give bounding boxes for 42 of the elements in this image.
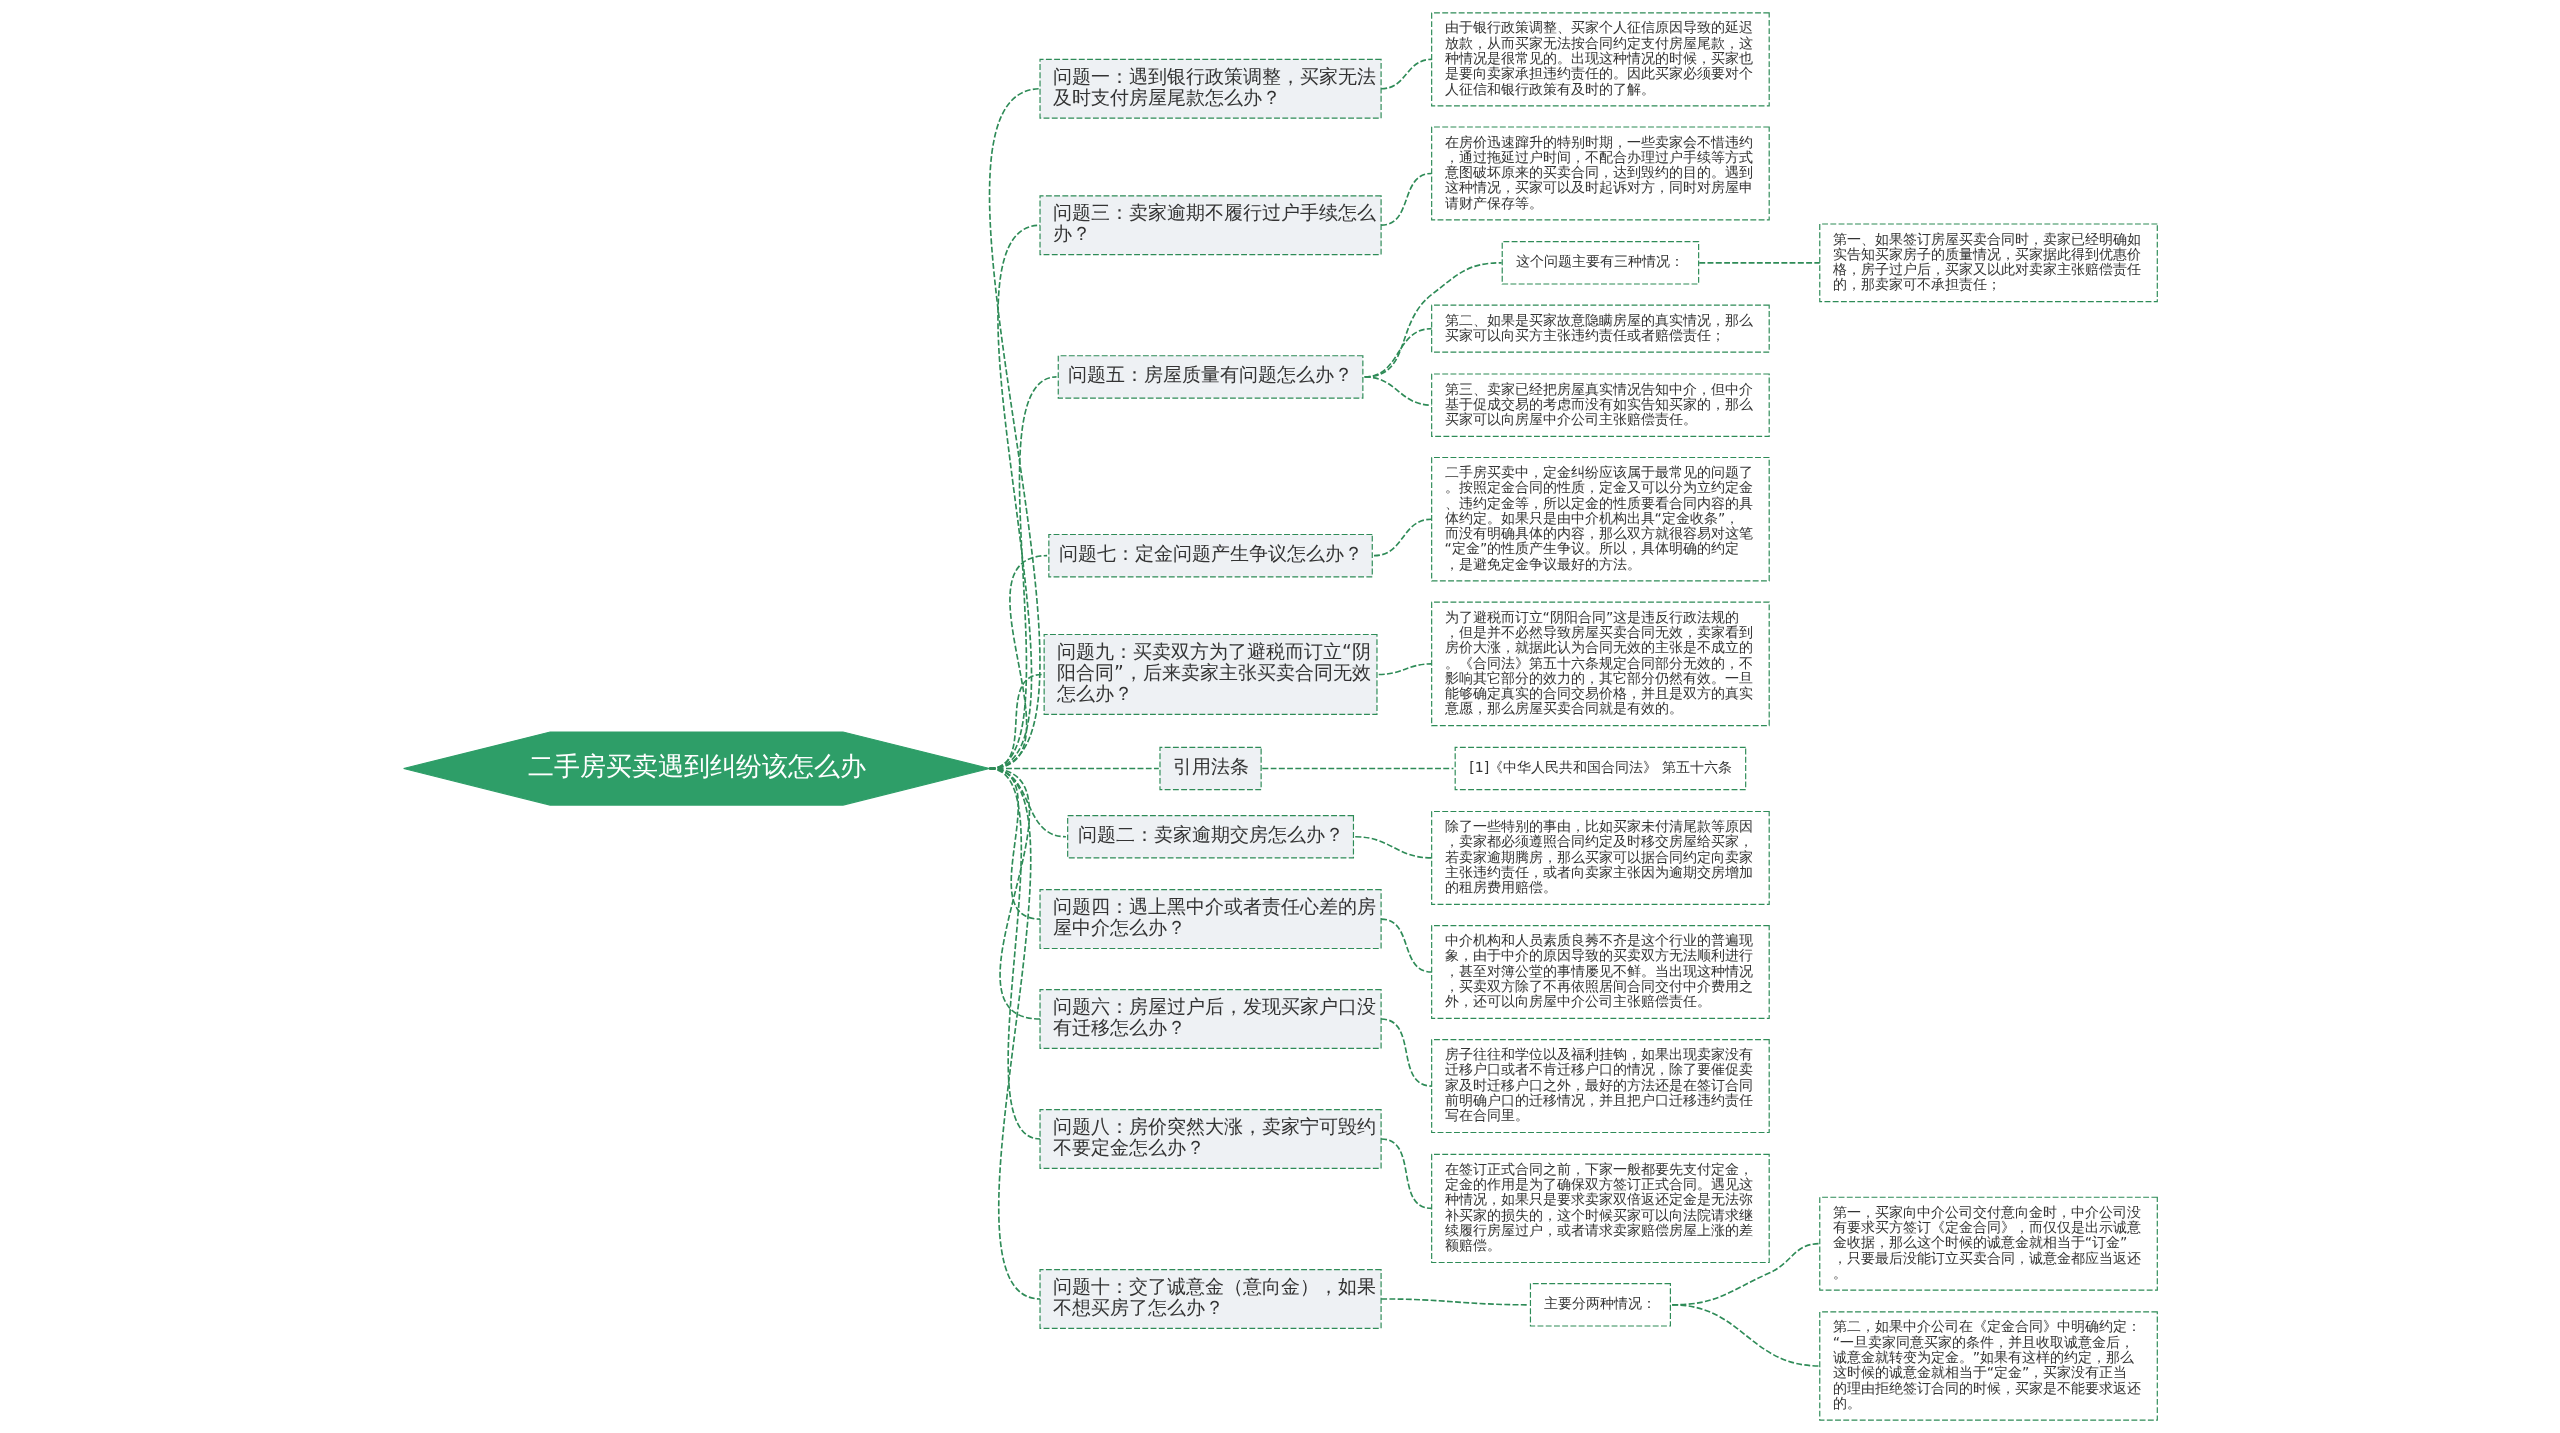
- node-box: 在房价迅速蹿升的特别时期，一些卖家会不惜违约，通过拖延过户时间，不配合办理过户手续等方式意图破坏原来的买卖合同，达到毁约的目的。遇到这种情况，买家可以及时起诉对方，同时对房屋申请财产保存等。: [1430, 126, 1770, 221]
- node-box: 问题六：房屋过户后，发现买家户口没有迁移怎么办？: [1038, 989, 1382, 1050]
- node-box: 问题二：卖家逾期交房怎么办？: [1066, 815, 1354, 859]
- node-box: 由于银行政策调整、买家个人征信原因导致的延迟放款，从而买家无法按合同约定支付房屋尾款，这种情况是很常见的。出现这种情况的时候，买家也是要向卖家承担违约责任的。因此买家必须要对个人征信和银行政策有及时的了解。: [1430, 12, 1770, 107]
- connector: [1379, 172, 1432, 227]
- node-box: 问题三：卖家逾期不履行过户手续怎么办？: [1038, 195, 1382, 256]
- node-box: 除了一些特别的事由，比如买家未付清尾款等原因，卖家都必须遵照合同约定及时移交房屋给买家，若卖家逾期腾房，那么买家可以据合同约定向卖家主张违约责任，或者向卖家主张因为逾期交房增加的租房费用赔偿。: [1430, 810, 1770, 905]
- node-box: [1]《中华人民共和国合同法》 第五十六条: [1454, 746, 1746, 791]
- node-box: 在签订正式合同之前，下家一般都要先支付定金，定金的作用是为了确保双方签订正式合同。遇见这种情况，如果只是要求卖家双倍返还定金是无法弥补买家的损失的，这个时候买家可以向法院请求继续履行房屋过户，或者请求卖家赔偿房屋上涨的差额赔偿。: [1430, 1153, 1770, 1264]
- connector: [1379, 1018, 1432, 1087]
- node-box: 这个问题主要有三种情况：: [1501, 241, 1699, 285]
- connector: [1379, 58, 1432, 90]
- node-box: 问题八：房价突然大涨，卖家宁可毁约不要定金怎么办？: [1038, 1109, 1382, 1169]
- connector: [1670, 1304, 1821, 1367]
- connector: [988, 767, 1041, 1300]
- node-box: 二手房买卖中，定金纠纷应该属于最常见的问题了。按照定金合同的性质，定金又可以分为立约定金、违约定金等，所以定金的性质要看合同内容的具体约定。如果只是由中介机构出具“定金收条”，而没有明确具体的内容，那么双方就很容易对这笔“定金”的性质产生争议。所以，具体明确的约定，是避免定金争议最好的方法。: [1430, 456, 1770, 582]
- node-box: 问题四：遇上黑中介或者责任心差的房屋中介怎么办？: [1038, 889, 1382, 950]
- connector: [1697, 262, 1821, 264]
- node-box: 主要分两种情况：: [1529, 1283, 1671, 1327]
- node-box: 问题七：定金问题产生争议怎么办？: [1047, 533, 1373, 578]
- node-box: 第二，如果中介公司在《定金合同》中明确约定：“一旦卖家同意买家的条件，并且收取诚意金后，诚意金就转变为定金。”如果有这样的约定，那么这时候的诚意金就相当于“定金”，买家没有正当的理由拒绝签订合同的时候，买家是不能要求返还的。: [1818, 1311, 2158, 1421]
- node-box: 问题一：遇到银行政策调整，买家无法及时支付房屋尾款怎么办？: [1038, 58, 1382, 119]
- node-box: 问题九：买卖双方为了避税而订立“阴阳合同”，后来卖家主张买卖合同无效怎么办？: [1043, 633, 1378, 716]
- connector: [1379, 1298, 1529, 1306]
- node-box: 问题十：交了诚意金（意向金），如果不想买房了怎么办？: [1038, 1268, 1382, 1329]
- node-box: 引用法条: [1158, 746, 1262, 791]
- connector: [988, 87, 1041, 770]
- node-box: 问题五：房屋质量有问题怎么办？: [1057, 355, 1363, 399]
- connector: [1261, 767, 1454, 770]
- connector: [1353, 835, 1432, 859]
- node-box: 房子往往和学位以及福利挂钩，如果出现卖家没有迁移户口或者不肯迁移户口的情况，除了要催促卖家及时迁移户口之外，最好的方法还是在签订合同前明确户口的迁移情况，并且把户口迁移违约责任写在合同里。: [1430, 1039, 1770, 1134]
- connector: [1379, 918, 1432, 973]
- node-box: 第一、如果签订房屋买卖合同时，卖家已经明确如实告知买家房子的质量情况，买家据此得到优惠价格，房子过户后，买家又以此对卖家主张赔偿责任的，那卖家可不承担责任；: [1818, 223, 2158, 303]
- connector: [1379, 1138, 1432, 1210]
- node-box: 为了避税而订立“阴阳合同”这是违反行政法规的，但是并不必然导致房屋买卖合同无效，卖家看到房价大涨，就据此认为合同无效的主张是不成立的。《合同法》第五十六条规定合同部分无效的，不影响其它部分的效力的，其它部分仍然有效。一旦能够确定真实的合同交易价格，并且是双方的真实意愿，那么房屋买卖合同就是有效的。: [1430, 601, 1770, 727]
- connector: [1363, 376, 1432, 406]
- connector: [1377, 663, 1432, 676]
- node-box: 中介机构和人员素质良莠不齐是这个行业的普遍现象，由于中介的原因导致的买卖双方无法顺利进行，甚至对簿公堂的事情屡见不鲜。当出现这种情况，买卖双方除了不再依照居间合同交付中介费用之外，还可以向房屋中介公司主张赔偿责任。: [1430, 924, 1770, 1020]
- node-box: 第三、卖家已经把房屋真实情况告知中介，但中介基于促成交易的考虑而没有如实告知买家的，那么买家可以向房屋中介公司主张赔偿责任。: [1430, 373, 1770, 437]
- node-box: 第二、如果是买家故意隐瞒房屋的真实情况，那么买家可以向买方主张违约责任或者赔偿责任；: [1430, 304, 1770, 353]
- connector: [1372, 518, 1432, 557]
- node-box: 第一，买家向中介公司交付意向金时，中介公司没有要求买方签订《定金合同》，而仅仅是出示诚意金收据，那么这个时候的诚意金就相当于“订金”，只要最后没能订立买卖合同，诚意金都应当返还。: [1818, 1196, 2158, 1291]
